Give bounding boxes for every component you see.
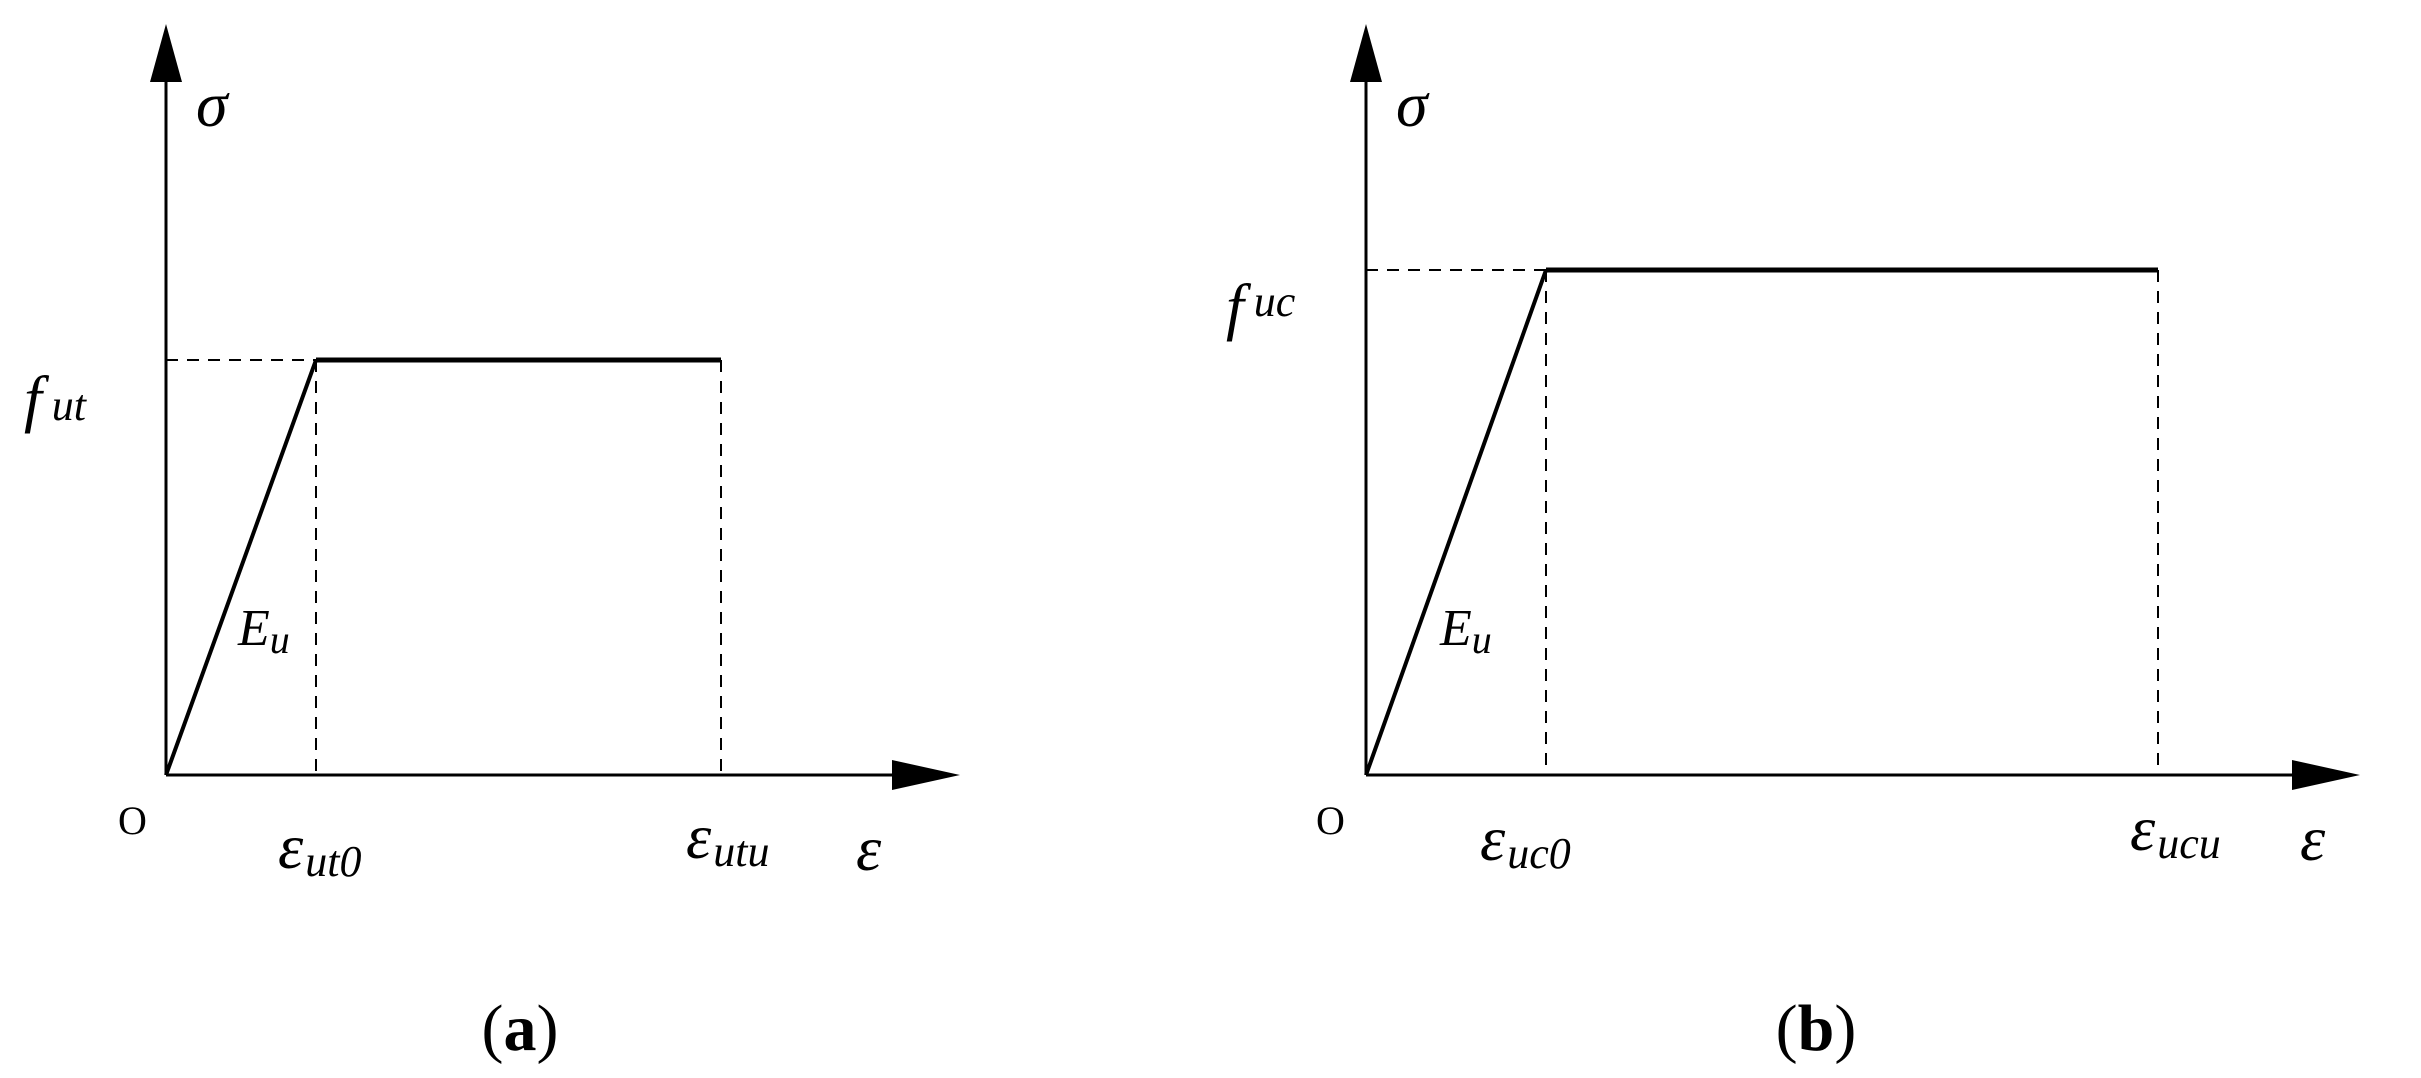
panel-b-modulus-sub: u	[1472, 617, 1492, 662]
panel-b-origin-label: O	[1316, 798, 1345, 843]
panel-b-x-axis-label: ε	[2300, 803, 2326, 874]
panel-a-caption-letter: a	[504, 992, 537, 1065]
panel-b-strength-base: f	[1226, 271, 1252, 342]
panel-a-modulus-sub: u	[270, 617, 290, 662]
panel-a-caption: (a)	[482, 992, 559, 1065]
panel-a-y-arrow-icon	[150, 24, 182, 82]
panel-b-peak-strain-label: εuc0	[1480, 803, 1571, 878]
panel-a-x-axis-label: ε	[856, 813, 882, 884]
panel-a-origin-label: O	[118, 798, 147, 843]
panel-b-ultimate-strain-sub: ucu	[2157, 819, 2221, 868]
panel-b-caption-letter: b	[1798, 992, 1835, 1065]
panel-b-modulus-label: Eu	[1439, 600, 1492, 662]
panel-a-peak-strain-base: ε	[278, 811, 304, 882]
panel-a-ultimate-strain-sub: utu	[713, 827, 769, 876]
panel-b-modulus-base: E	[1439, 600, 1472, 657]
panel-a-ultimate-strain-label: εutu	[686, 801, 769, 876]
panel-a-ultimate-strain-base: ε	[686, 801, 712, 872]
panel-b-caption: (b)	[1776, 992, 1857, 1065]
panel-a-caption-open: (	[482, 992, 504, 1065]
panel-b-elastic-line	[1364, 269, 1548, 776]
panel-b-ultimate-strain-label: εucu	[2130, 793, 2221, 868]
panel-a-elastic-line	[164, 359, 318, 776]
panel-a-modulus-base: E	[237, 600, 270, 657]
panel-a-peak-strain-sub: ut0	[305, 837, 361, 886]
panel-a-peak-strain-label: εut0	[278, 811, 361, 886]
panel-a-modulus-label: Eu	[237, 600, 290, 662]
panel-b-y-axis-label: σ	[1396, 69, 1430, 140]
panel-b-peak-strain-base: ε	[1480, 803, 1506, 874]
panel-b-x-arrow-icon	[2292, 760, 2360, 790]
panel-b-ultimate-strain-base: ε	[2130, 793, 2156, 864]
panel-a-strength-base: f	[24, 363, 50, 434]
panel-a-x-arrow-icon	[892, 760, 960, 790]
panel-a-y-axis-label: σ	[196, 69, 230, 140]
panel-b-caption-close: )	[1834, 992, 1856, 1065]
panel-a-strength-sub: ut	[52, 381, 88, 430]
panel-a-caption-close: )	[537, 992, 559, 1065]
panel-b-y-arrow-icon	[1350, 24, 1382, 82]
panel-b-caption-open: (	[1776, 992, 1798, 1065]
panel-b-strength-sub: uc	[1254, 277, 1296, 326]
panel-b-peak-strain-sub: uc0	[1507, 829, 1571, 878]
